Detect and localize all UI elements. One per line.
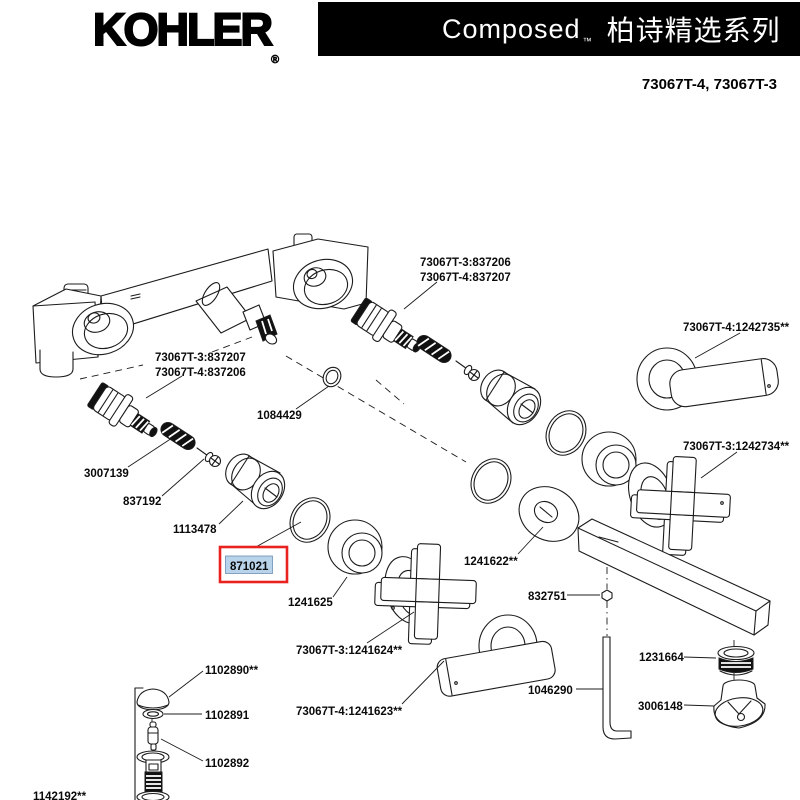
screw-right-art <box>455 360 481 382</box>
part-label-3006148: 3006148 <box>638 701 683 713</box>
setscrew-832751-art <box>601 589 613 602</box>
part-label-1241625: 1241625 <box>288 597 333 609</box>
drain-assembly-art <box>134 687 170 800</box>
series-name-en: Composed <box>442 13 581 44</box>
part-labels: 73067T-3:837206 73067T-4:837207 73067T-3… <box>33 257 790 800</box>
flange-right-art <box>581 431 637 487</box>
sleeve-left-art <box>225 453 286 510</box>
screw-left-art <box>196 447 222 468</box>
highlight-selection-fill <box>225 556 273 574</box>
trademark-mark: ™ <box>582 36 592 46</box>
kohler-logo: KOHLER® <box>92 3 280 67</box>
valve-cartridge-right-art <box>350 297 422 353</box>
part-label-valve-left-line1: 73067T-3:837207 <box>155 352 246 364</box>
highlighted-part-callout[interactable]: 871021 <box>218 545 289 584</box>
oring-right-art <box>545 410 587 456</box>
part-label-valve-right-line1: 73067T-3:837206 <box>420 257 511 269</box>
outlet-oring-art <box>322 366 342 388</box>
part-label-valve-right-line2: 73067T-4:837207 <box>420 272 511 284</box>
cross-handle-right-art <box>628 456 731 556</box>
aerator-art <box>717 645 755 676</box>
part-label-1084429: 1084429 <box>257 410 302 422</box>
highlight-selection-border <box>225 555 273 574</box>
part-label-cross-right: 73067T-3:1242734** <box>683 441 790 453</box>
part-label-3007139: 3007139 <box>84 468 129 480</box>
part-label-1046290: 1046290 <box>528 685 573 697</box>
spout-art <box>577 518 771 636</box>
flange-1241625-art <box>327 519 383 575</box>
brand-text: KOHLER <box>92 3 274 56</box>
part-label-1102890: 1102890** <box>205 665 259 677</box>
leader-lines <box>127 281 741 762</box>
part-label-1102891: 1102891 <box>205 710 250 722</box>
aerator-housing-art <box>713 679 766 729</box>
cross-handle-bottom-art <box>374 543 477 645</box>
part-label-832751: 832751 <box>528 591 567 603</box>
registered-mark: ® <box>271 54 280 67</box>
valve-cartridge-left-art <box>87 382 158 438</box>
part-label-1113478: 1113478 <box>173 524 217 536</box>
part-label-cross-bottom: 73067T-3:1241624** <box>296 645 403 657</box>
hex-key-art <box>602 636 632 740</box>
highlight-red-box <box>218 545 289 584</box>
part-label-lever-right: 73067T-4:1242735** <box>683 322 790 334</box>
part-label-837192: 837192 <box>123 496 161 508</box>
part-label-1241622: 1241622** <box>464 556 518 568</box>
oring-871021-art <box>289 497 331 543</box>
center-oring-art <box>470 458 512 504</box>
model-numbers: 73067T-4, 73067T-3 <box>641 76 777 93</box>
part-label-valve-left-line2: 73067T-4:837206 <box>155 367 246 379</box>
spring-left-art <box>160 421 196 451</box>
lever-handle-right-art <box>636 347 779 411</box>
part-label-lever-bottom: 73067T-4:1241623** <box>296 706 403 718</box>
sleeve-right-art <box>480 369 542 426</box>
spring-right-art <box>416 334 452 364</box>
part-label-1231664: 1231664 <box>639 652 684 664</box>
part-label-1142192: 1142192** <box>33 791 87 800</box>
spout-escutcheon-art <box>518 486 580 542</box>
valve-body-art <box>32 233 369 378</box>
part-label-871021[interactable]: 871021 <box>230 561 269 573</box>
series-name-zh: 柏诗精选系列 <box>606 15 781 46</box>
lever-handle-bottom-art <box>436 614 556 697</box>
part-label-1102892: 1102892 <box>205 758 249 770</box>
